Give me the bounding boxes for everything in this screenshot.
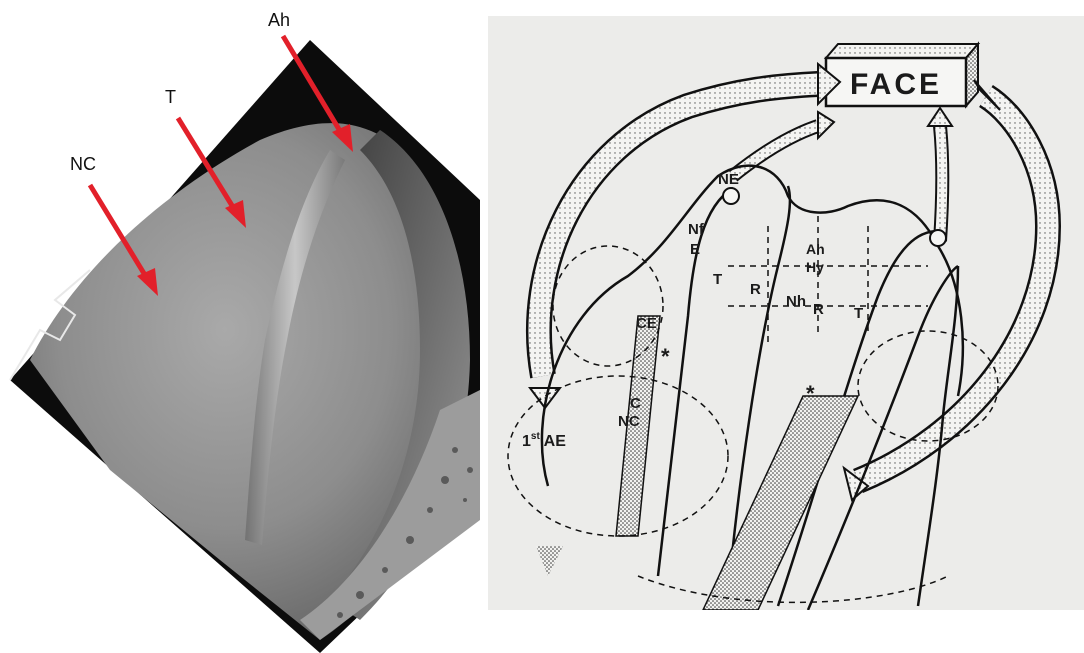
label-nf: Nf	[688, 221, 705, 238]
label-r-right: R	[813, 301, 824, 318]
label-t-right: T	[854, 305, 863, 322]
schematic-panel: FACE	[488, 16, 1084, 610]
label-first-ae: 1st AE	[522, 431, 566, 450]
placode-right	[930, 230, 946, 246]
face-label: FACE	[850, 68, 942, 101]
label-nc: NC	[70, 154, 96, 174]
sem-micrograph: NC T Ah	[0, 0, 480, 653]
sem-micrograph-panel: NC T Ah	[0, 0, 480, 653]
label-ah: Ah	[268, 10, 290, 30]
asterisk-right: *	[806, 381, 815, 406]
label-c: C	[630, 395, 641, 412]
placode-left	[723, 188, 739, 204]
schematic-diagram: FACE	[488, 16, 1084, 610]
label-t: T	[165, 87, 176, 107]
asterisk-left: *	[661, 344, 670, 369]
right-arrow	[940, 126, 942, 241]
label-e: E	[690, 241, 700, 258]
label-ne: NE	[718, 171, 739, 188]
label-nh: Nh	[786, 293, 806, 310]
label-hy: Hy	[806, 259, 824, 275]
label-ce: CE	[636, 315, 657, 332]
label-t-left: T	[713, 271, 722, 288]
label-nc: NC	[618, 413, 640, 430]
label-ah: Ah	[806, 241, 825, 257]
label-r-left: R	[750, 281, 761, 298]
